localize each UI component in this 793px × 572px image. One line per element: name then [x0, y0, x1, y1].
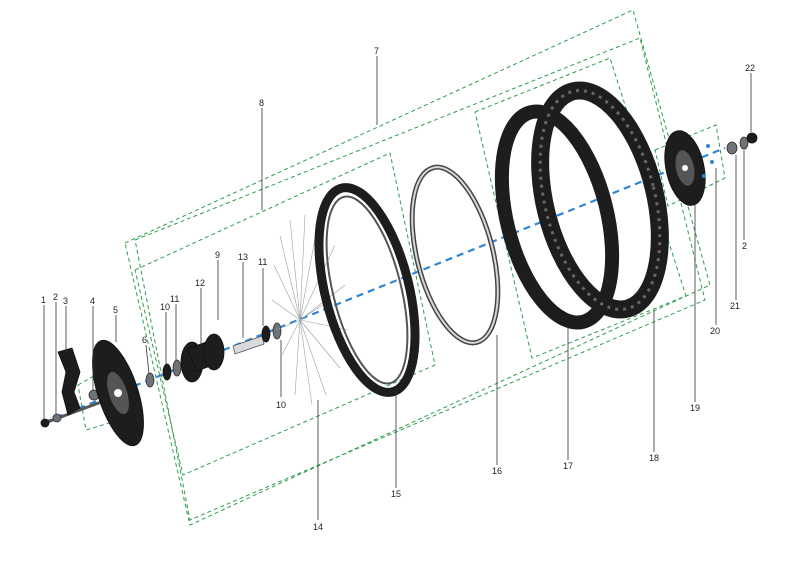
sprocket — [664, 130, 706, 206]
brake-bracket — [52, 347, 81, 423]
wheel-axis-line — [44, 146, 726, 424]
group-outline-tire — [474, 57, 687, 359]
callout-3: 3 — [63, 296, 68, 306]
callout-13: 13 — [238, 252, 248, 262]
callout-14: 14 — [313, 522, 323, 532]
tire — [531, 81, 669, 319]
callout-2: 2 — [53, 292, 58, 302]
callout-7: 7 — [374, 46, 379, 56]
callout-1: 1 — [41, 295, 46, 305]
hub-seal-right — [272, 322, 282, 340]
leader-lines — [43, 56, 752, 520]
wheel-hub — [180, 333, 225, 383]
callout-11-upper: 11 — [258, 257, 267, 267]
wheel-rim — [314, 183, 420, 397]
callout-9: 9 — [215, 250, 220, 260]
callout-2-right: 2 — [742, 241, 747, 251]
spacer-right — [739, 136, 749, 150]
callout-10: 10 — [160, 302, 170, 312]
axle-spacer — [232, 335, 265, 355]
washer — [726, 141, 738, 155]
inner-tube — [494, 104, 620, 330]
callout-22: 22 — [745, 63, 755, 73]
hub-bearing-right — [261, 325, 271, 343]
bearing — [145, 372, 155, 388]
callout-19: 19 — [690, 403, 700, 413]
callout-8: 8 — [259, 98, 264, 108]
group-outline-sprocket — [654, 124, 726, 207]
callout-4: 4 — [90, 296, 95, 306]
callout-21: 21 — [730, 301, 740, 311]
callout-5: 5 — [113, 305, 118, 315]
rim-strap-inner — [411, 166, 499, 344]
callout-12: 12 — [195, 278, 205, 288]
brake-disc — [92, 339, 144, 447]
callout-18: 18 — [649, 453, 659, 463]
oil-seal — [162, 363, 172, 381]
callout-15: 15 — [391, 489, 401, 499]
axle-nut — [746, 132, 758, 144]
callout-20: 20 — [710, 326, 720, 336]
sprocket-bolts — [702, 144, 714, 178]
callout-11: 11 — [170, 294, 179, 304]
callout-10-lower: 10 — [276, 400, 286, 410]
callout-17: 17 — [563, 461, 573, 471]
group-outline-outer — [134, 37, 706, 521]
callout-16: 16 — [492, 466, 502, 476]
bearing-inner — [172, 359, 182, 377]
callout-6: 6 — [142, 335, 147, 345]
group-outline-8 — [134, 152, 436, 476]
group-outline-7 — [124, 9, 711, 526]
spokes — [271, 214, 349, 406]
